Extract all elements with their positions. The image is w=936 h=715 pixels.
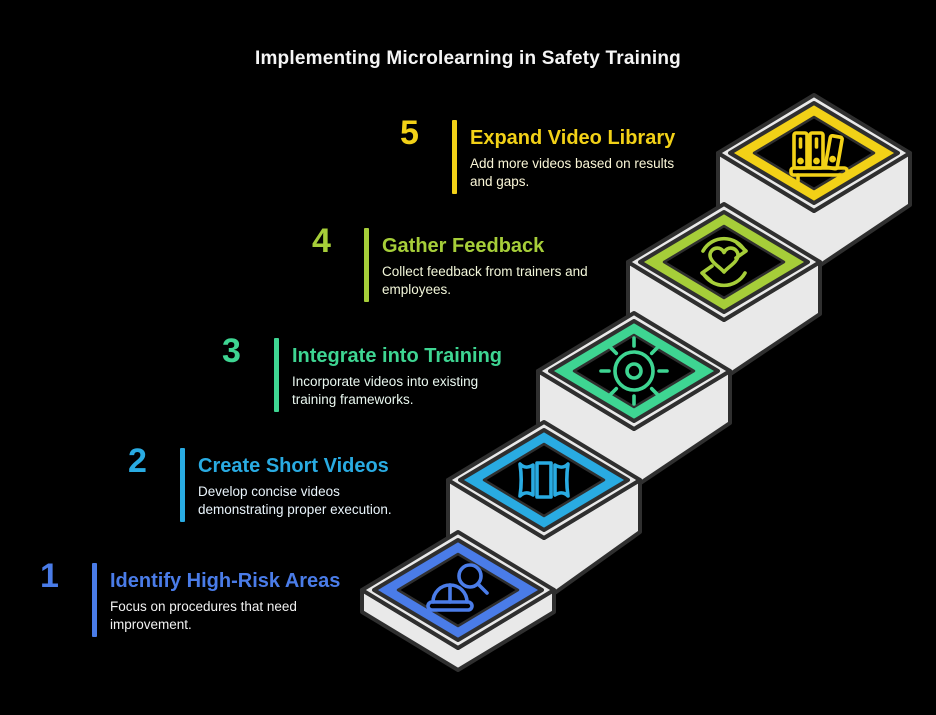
bookshelf-icon — [789, 131, 849, 183]
step-5-accent-bar — [452, 120, 457, 194]
stair-step-3 — [536, 311, 732, 500]
step-4-number: 4 — [312, 222, 331, 260]
step-2-accent-bar — [180, 448, 185, 522]
step-2-description: Develop concise videos demonstrating pro… — [198, 484, 392, 517]
step-5-diamond-inner — [752, 115, 876, 191]
step-3-description: Incorporate videos into existing trainin… — [292, 374, 479, 407]
step-2-title: Create Short Videos — [198, 455, 389, 477]
step-5-description: Add more videos based on results and gap… — [470, 156, 675, 189]
step-3-number: 3 — [222, 332, 241, 370]
page-title: Implementing Microlearning in Safety Tra… — [254, 48, 681, 69]
heart-sync-icon — [700, 236, 748, 288]
helmet-search-icon — [426, 563, 489, 612]
step-5-number: 5 — [400, 114, 419, 152]
step-3-diamond-inner — [572, 333, 696, 409]
step-5-title: Expand Video Library — [470, 127, 676, 149]
stair-step-5 — [716, 93, 912, 282]
step-1-title: Identify High-Risk Areas — [110, 570, 341, 592]
step-4-accent-bar — [364, 228, 369, 302]
step-2-number: 2 — [128, 442, 147, 480]
step-4-title: Gather Feedback — [382, 235, 545, 257]
step-3-title: Integrate into Training — [292, 345, 503, 367]
step-3-accent-bar — [274, 338, 279, 412]
step-1-number: 1 — [40, 557, 59, 595]
step-4-description: Collect feedback from trainers and emplo… — [382, 264, 588, 297]
step-1-accent-bar — [92, 563, 97, 637]
step-1-description: Focus on procedures that need improvemen… — [110, 599, 297, 632]
gear-icon — [599, 336, 669, 406]
step-2-diamond-inner — [482, 442, 606, 518]
stair-step-2 — [446, 420, 642, 610]
step-4-diamond-inner — [662, 224, 786, 300]
stair-step-1 — [360, 530, 556, 672]
film-panels-icon — [518, 461, 570, 499]
